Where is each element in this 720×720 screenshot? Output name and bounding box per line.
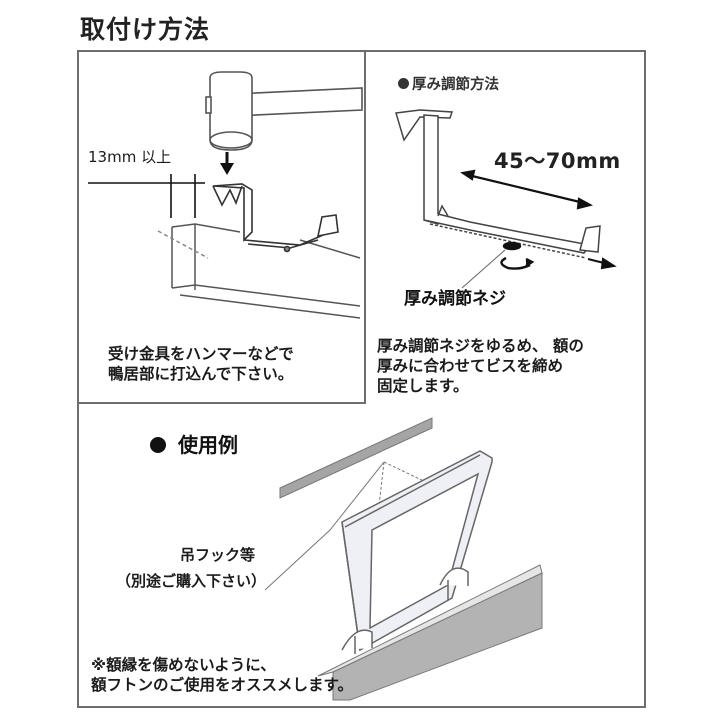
instruction-line: 鴨居部に打込んで下さい。: [108, 365, 294, 383]
dimension-lines: [88, 174, 205, 218]
extension-arrow-icon: [587, 257, 617, 270]
down-arrow-icon: [220, 152, 234, 175]
lintel-beam-icon: [157, 223, 361, 319]
instruction-line: 受け金具をハンマーなどで: [108, 345, 294, 363]
screw-label: 厚み調節ネジ: [404, 289, 506, 309]
usage-heading: 使用例: [150, 429, 238, 458]
dimension-label: 13mm 以上: [88, 148, 172, 166]
install-instructions: 受け金具をハンマーなどで 鴨居部に打込んで下さい。: [108, 344, 294, 384]
bullet-icon: [398, 78, 409, 89]
hook-note: （別途ご購入下さい）: [116, 572, 267, 590]
rail-icon: [317, 564, 543, 701]
thickness-instructions: 厚み調節ネジをゆるめ、 額の 厚みに合わせてビスを締め 固定します。: [377, 336, 584, 396]
page-title: 取付け方法: [80, 15, 211, 44]
rail-icon: [279, 417, 433, 499]
leader-line: [461, 249, 506, 289]
picture-frame-icon: [341, 450, 493, 654]
instruction-line: 厚み調節ネジをゆるめ、 額の: [377, 337, 584, 355]
double-arrow-icon: [460, 169, 594, 210]
note-line: 額フトンのご使用をオススメします。: [91, 676, 353, 694]
rotate-arrow-icon: [500, 241, 535, 270]
thickness-heading-text: 厚み調節方法: [412, 77, 499, 93]
usage-heading-text: 使用例: [178, 433, 238, 457]
note-line: ※額縁を傷めないように、: [91, 656, 276, 674]
hook-label: 吊フック等: [180, 546, 256, 564]
usage-note: ※額縁を傷めないように、 額フトンのご使用をオススメします。: [91, 655, 353, 695]
thickness-heading: 厚み調節方法: [398, 73, 499, 94]
bullet-icon: [150, 437, 166, 453]
range-label: 45〜70mm: [494, 149, 621, 173]
hammer-icon: [205, 71, 363, 151]
instruction-line: 厚みに合わせてビスを締め: [377, 357, 564, 375]
instruction-line: 固定します。: [377, 377, 469, 395]
install-panel-frame: [77, 50, 366, 404]
bracket-icon: [395, 109, 601, 259]
bracket-icon: [212, 183, 339, 253]
